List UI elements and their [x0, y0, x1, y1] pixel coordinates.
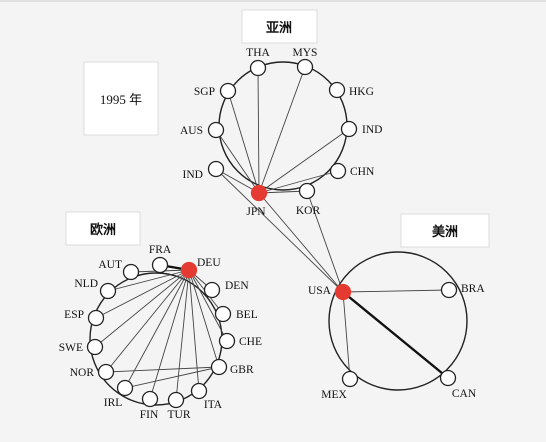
- node-TUR[interactable]: [167, 391, 185, 409]
- hub-JPN[interactable]: [250, 184, 268, 202]
- node-BEL[interactable]: [214, 305, 232, 323]
- node-IND-asia[interactable]: [340, 120, 358, 138]
- node-IRL[interactable]: [116, 379, 134, 397]
- label-NLD: NLD: [74, 278, 98, 290]
- node-KOR[interactable]: [298, 182, 316, 200]
- label-AUT: AUT: [98, 259, 122, 271]
- label-CHE: CHE: [239, 336, 262, 348]
- americas-title: 美洲: [432, 224, 458, 240]
- year-box: 1995 年: [83, 61, 159, 136]
- americas-labels: USA BRA MEX CAN: [308, 283, 485, 401]
- node-AUS[interactable]: [207, 121, 225, 139]
- node-THA[interactable]: [249, 59, 267, 77]
- label-IND-asia: IND: [362, 124, 382, 136]
- node-MYS[interactable]: [296, 58, 314, 76]
- label-ESP: ESP: [64, 309, 84, 321]
- node-ITA[interactable]: [190, 382, 208, 400]
- asia-box: 亚洲: [241, 9, 318, 44]
- node-CAN[interactable]: [439, 369, 457, 387]
- label-THA: THA: [246, 47, 270, 59]
- label-MEX: MEX: [321, 389, 347, 401]
- label-CHN: CHN: [350, 166, 375, 178]
- hub-USA[interactable]: [334, 283, 352, 301]
- europe-box: 欧洲: [65, 211, 141, 246]
- label-AUS: AUS: [180, 125, 203, 137]
- node-FRA[interactable]: [151, 256, 169, 274]
- label-IRL: IRL: [104, 397, 123, 409]
- node-HKG[interactable]: [328, 81, 346, 99]
- label-SGP: SGP: [194, 86, 215, 98]
- node-CHE[interactable]: [218, 332, 236, 350]
- label-FRA: FRA: [149, 244, 172, 256]
- label-CAN: CAN: [452, 388, 477, 400]
- americas-nodes: [334, 281, 458, 388]
- label-USA: USA: [308, 285, 332, 297]
- europe-title: 欧洲: [90, 222, 116, 238]
- label-DEU: DEU: [197, 257, 221, 269]
- inter-region-edges: [215, 168, 344, 293]
- label-ITA: ITA: [204, 399, 223, 411]
- americas-box: 美洲: [400, 213, 490, 248]
- label-BRA: BRA: [461, 283, 485, 295]
- label-JPN: JPN: [246, 206, 266, 218]
- year-label: 1995 年: [100, 92, 142, 107]
- label-MYS: MYS: [293, 47, 318, 59]
- node-FIN[interactable]: [141, 390, 159, 408]
- node-DEN[interactable]: [203, 281, 221, 299]
- label-KOR: KOR: [296, 205, 321, 217]
- label-HKG: HKG: [349, 86, 374, 98]
- label-DEN: DEN: [225, 280, 249, 292]
- label-GBR: GBR: [230, 364, 254, 376]
- label-FIN: FIN: [140, 409, 159, 421]
- node-IND-left[interactable]: [207, 160, 225, 178]
- node-AUT[interactable]: [122, 263, 140, 281]
- label-BEL: BEL: [236, 309, 258, 321]
- asia-nodes: [207, 58, 358, 202]
- node-GBR[interactable]: [210, 358, 228, 376]
- americas-ring: [328, 251, 468, 391]
- label-SWE: SWE: [59, 342, 83, 354]
- asia-title: 亚洲: [266, 21, 292, 36]
- node-ESP[interactable]: [87, 309, 105, 327]
- node-BRA[interactable]: [440, 281, 458, 299]
- node-CHN[interactable]: [329, 162, 347, 180]
- node-SWE[interactable]: [86, 338, 104, 356]
- node-MEX[interactable]: [341, 370, 359, 388]
- europe-nodes: [86, 256, 236, 409]
- node-NLD[interactable]: [99, 282, 117, 300]
- node-SGP[interactable]: [219, 82, 237, 100]
- label-IND-left: IND: [183, 169, 203, 181]
- hub-DEU[interactable]: [180, 261, 198, 279]
- asia-edges: [215, 66, 350, 194]
- node-NOR[interactable]: [97, 363, 115, 381]
- label-NOR: NOR: [70, 367, 95, 379]
- label-TUR: TUR: [168, 409, 191, 421]
- americas-edges: [342, 289, 450, 380]
- europe-labels: AUT FRA DEU NLD DEN ESP BEL SWE CHE NOR …: [59, 244, 262, 421]
- asia-labels: THA MYS SGP HKG AUS IND IND CHN KOR JPN: [180, 47, 382, 218]
